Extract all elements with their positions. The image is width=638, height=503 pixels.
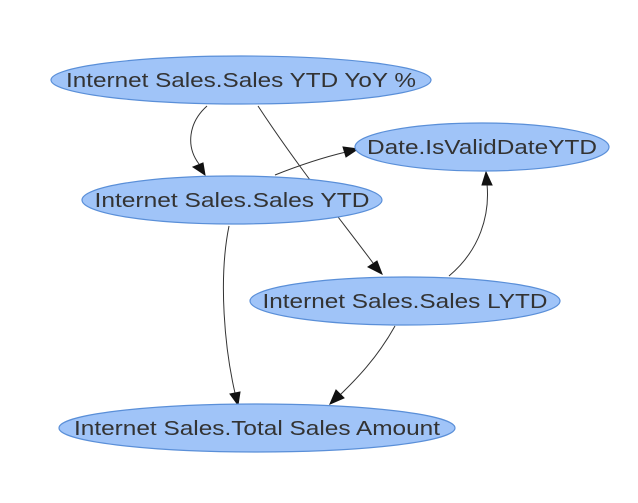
arrow-head (191, 162, 206, 177)
node-ellipse (58, 403, 456, 453)
edge-line (448, 183, 488, 277)
arrow-head (329, 389, 345, 405)
arrow-head (367, 260, 383, 276)
node-total-sales-amount[interactable]: Internet Sales.Total Sales Amount (58, 403, 456, 453)
node-ellipse (354, 122, 610, 172)
arrow-head (342, 146, 360, 158)
nodes: Internet Sales.Sales YTD YoY % Date.IsVa… (50, 55, 610, 453)
edge-line (274, 151, 347, 176)
edge-line (339, 325, 396, 396)
node-label: Internet Sales.Sales YTD (95, 190, 370, 212)
node-label: Internet Sales.Sales LYTD (263, 291, 548, 313)
node-sales-ytd[interactable]: Internet Sales.Sales YTD (81, 175, 383, 225)
node-ellipse (81, 175, 383, 225)
arrow-head (481, 170, 493, 186)
node-label: Internet Sales.Total Sales Amount (74, 418, 441, 440)
edge-lytd-to-total (329, 325, 396, 405)
edge-ytd-to-valid (274, 146, 360, 176)
edges (190, 105, 493, 407)
edge-ytd-to-total (222, 225, 241, 407)
edge-yoy-to-ytd (190, 105, 208, 177)
node-sales-ytd-yoy[interactable]: Internet Sales.Sales YTD YoY % (50, 55, 432, 105)
edge-line (222, 225, 236, 394)
node-label: Date.IsValidDateYTD (367, 137, 597, 159)
node-ellipse (249, 276, 561, 326)
node-ellipse (50, 55, 432, 105)
node-sales-lytd[interactable]: Internet Sales.Sales LYTD (249, 276, 561, 326)
node-isvaliddateytd[interactable]: Date.IsValidDateYTD (354, 122, 610, 172)
edge-line (190, 105, 208, 165)
arrow-head (229, 391, 241, 407)
node-label: Internet Sales.Sales YTD YoY % (66, 70, 416, 92)
edge-lytd-to-valid (448, 170, 493, 277)
